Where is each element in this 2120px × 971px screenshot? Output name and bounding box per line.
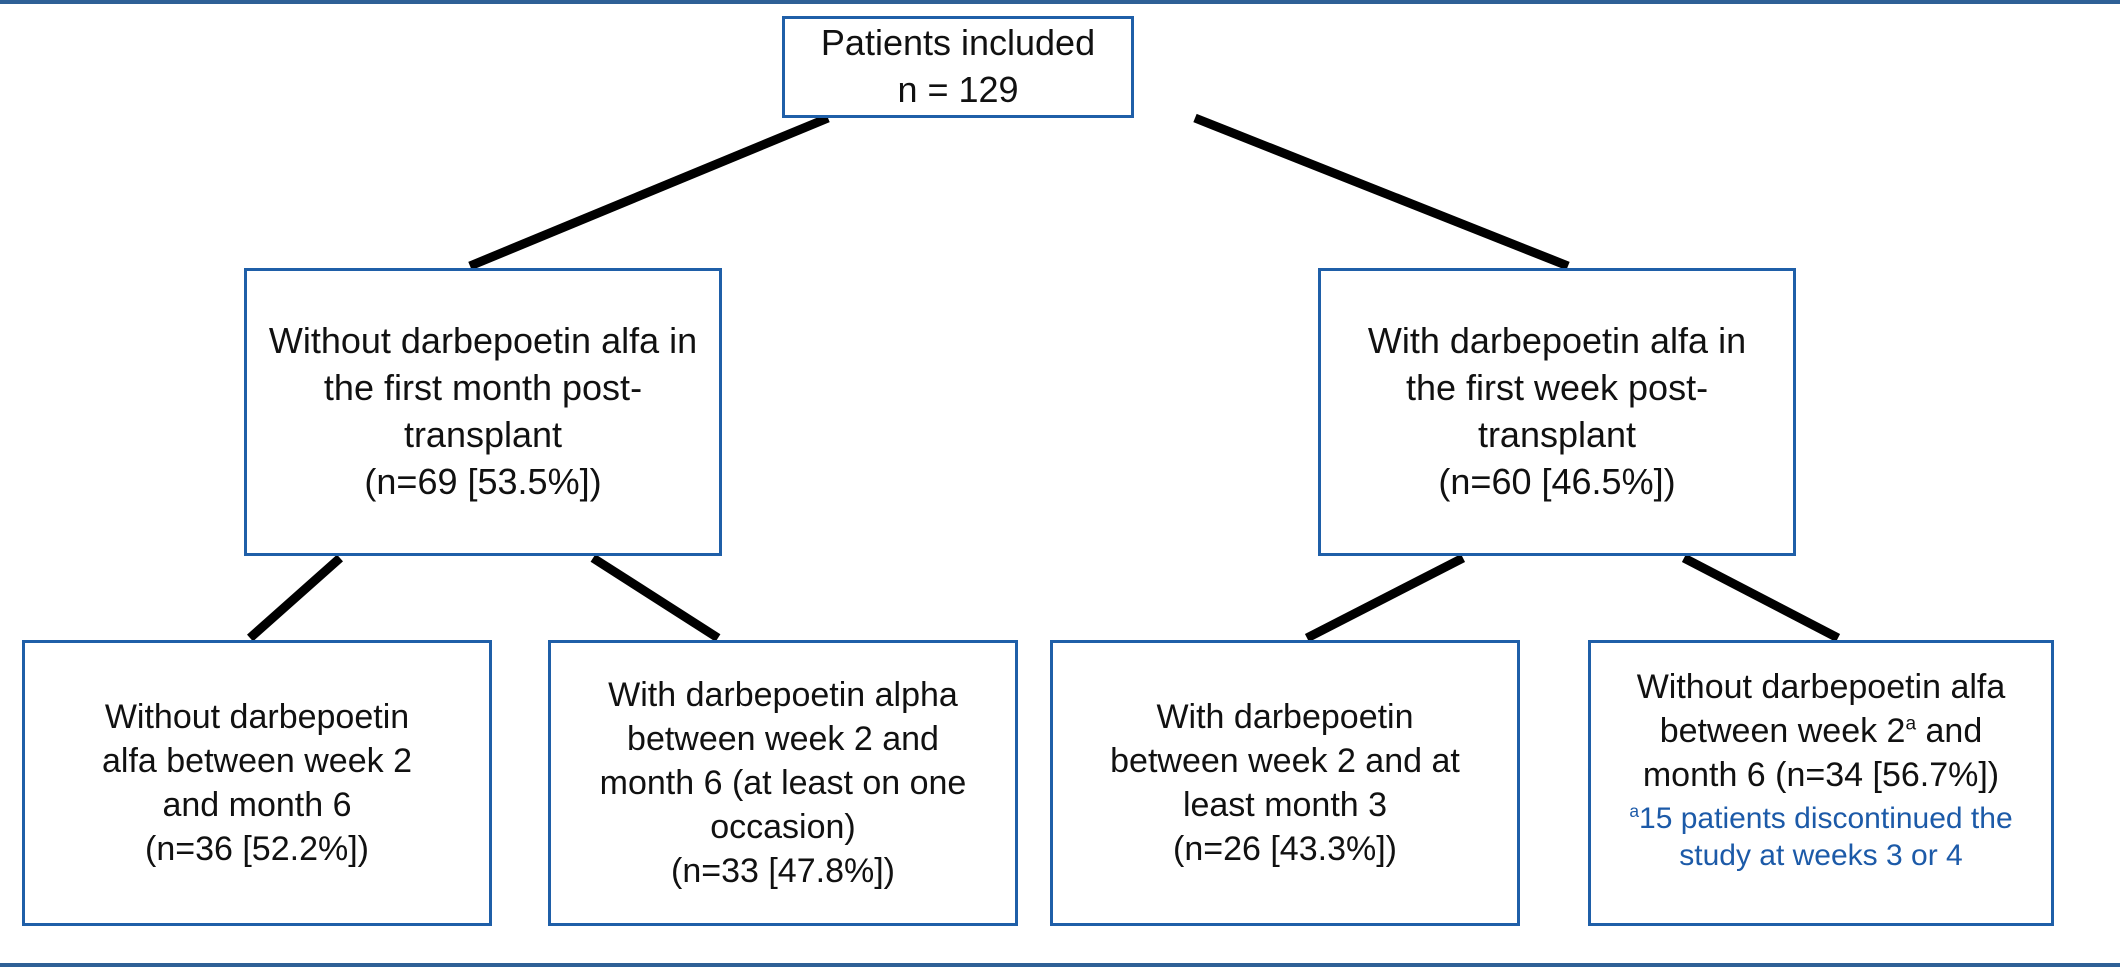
node-line-3: month 6 (at least on one <box>599 763 967 802</box>
node-line-5: (n=33 [47.8%]) <box>671 852 895 891</box>
node-with-darbepoetin-week2-month6-atleast-one[interactable]: With darbepoetin alpha between week 2 an… <box>548 640 1018 926</box>
node-line-2: alfa between week 2 <box>102 741 412 780</box>
node-line-2-post: and <box>1916 712 1983 751</box>
footnote-line-1-text: 15 patients discontinued the <box>1639 801 2013 835</box>
node-line-4: occasion) <box>710 808 856 847</box>
edge-left-to-b1 <box>247 554 343 642</box>
edge-right-to-b3 <box>1304 553 1466 643</box>
node-line-1: With darbepoetin alpha <box>608 675 958 714</box>
node-line-1: Patients included <box>820 22 1096 64</box>
edge-root-to-left <box>468 113 830 271</box>
node-without-darbepoetin-week2-month6[interactable]: Without darbepoetin alfa between week 2 … <box>22 640 492 926</box>
footnote-marker-icon: a <box>1629 800 1640 821</box>
node-line-4: (n=60 [46.5%]) <box>1438 460 1676 502</box>
footnote-line-1: a15 patients discontinued the <box>1601 800 2041 838</box>
node-text: Without darbepoetin alfa in the first mo… <box>247 318 719 505</box>
node-line-3: transplant <box>1477 414 1637 455</box>
footnote-line-2: study at weeks 3 or 4 <box>1679 839 1963 873</box>
node-without-darbepoetin-week2a-month6[interactable]: Without darbepoetin alfa between week 2a… <box>1588 640 2054 926</box>
page-rule-bottom <box>0 963 2120 967</box>
node-patients-included[interactable]: Patients included n = 129 <box>782 16 1134 118</box>
node-line-2-pre: between week 2 <box>1659 712 1906 751</box>
footnote-block: a15 patients discontinued the study at w… <box>1601 800 2041 876</box>
footnote-marker-superscript: a <box>1905 713 1917 735</box>
node-without-darbepoetin-first-month[interactable]: Without darbepoetin alfa in the first mo… <box>244 268 722 556</box>
node-line-1: Without darbepoetin <box>104 697 410 736</box>
node-line-2: between week 2 and at <box>1110 741 1460 780</box>
node-line-2: n = 129 <box>897 69 1019 110</box>
edge-right-to-b4 <box>1681 554 1841 642</box>
node-with-darbepoetin-first-week[interactable]: With darbepoetin alfa in the first week … <box>1318 268 1796 556</box>
node-text: Without darbepoetin alfa between week 2 … <box>25 695 489 872</box>
node-line-4: (n=69 [53.5%]) <box>364 460 602 502</box>
edge-left-to-b2 <box>590 554 721 642</box>
node-text: Patients included n = 129 <box>785 20 1131 114</box>
node-line-4: (n=26 [43.3%]) <box>1173 830 1397 869</box>
node-line-4: (n=36 [52.2%]) <box>145 830 369 869</box>
node-line-2: the first week post- <box>1405 367 1709 409</box>
node-text: With darbepoetin between week 2 and at l… <box>1053 695 1517 872</box>
node-line-3: least month 3 <box>1182 786 1388 824</box>
node-line-1: Without darbepoetin alfa <box>1636 668 2006 706</box>
page-rule-top <box>0 0 2120 4</box>
node-line-1: With darbepoetin <box>1156 697 1414 736</box>
node-line-3: and month 6 <box>162 786 352 824</box>
node-line-2: between week 2 and <box>627 719 939 758</box>
node-line-1: Without darbepoetin alfa in <box>268 320 698 362</box>
node-line-2: between week 2a and <box>1601 709 2041 753</box>
node-line-1: With darbepoetin alfa in <box>1367 320 1747 362</box>
node-line-2: the first month post- <box>323 367 643 409</box>
edge-root-to-right <box>1193 113 1570 271</box>
node-line-3: transplant <box>403 414 563 455</box>
node-text: Without darbepoetin alfa between week 2a… <box>1591 643 2051 875</box>
node-with-darbepoetin-week2-atleast-month3[interactable]: With darbepoetin between week 2 and at l… <box>1050 640 1520 926</box>
node-text: With darbepoetin alpha between week 2 an… <box>551 673 1015 894</box>
node-line-3: month 6 (n=34 [56.7%]) <box>1642 756 2000 795</box>
node-text: With darbepoetin alfa in the first week … <box>1321 318 1793 505</box>
